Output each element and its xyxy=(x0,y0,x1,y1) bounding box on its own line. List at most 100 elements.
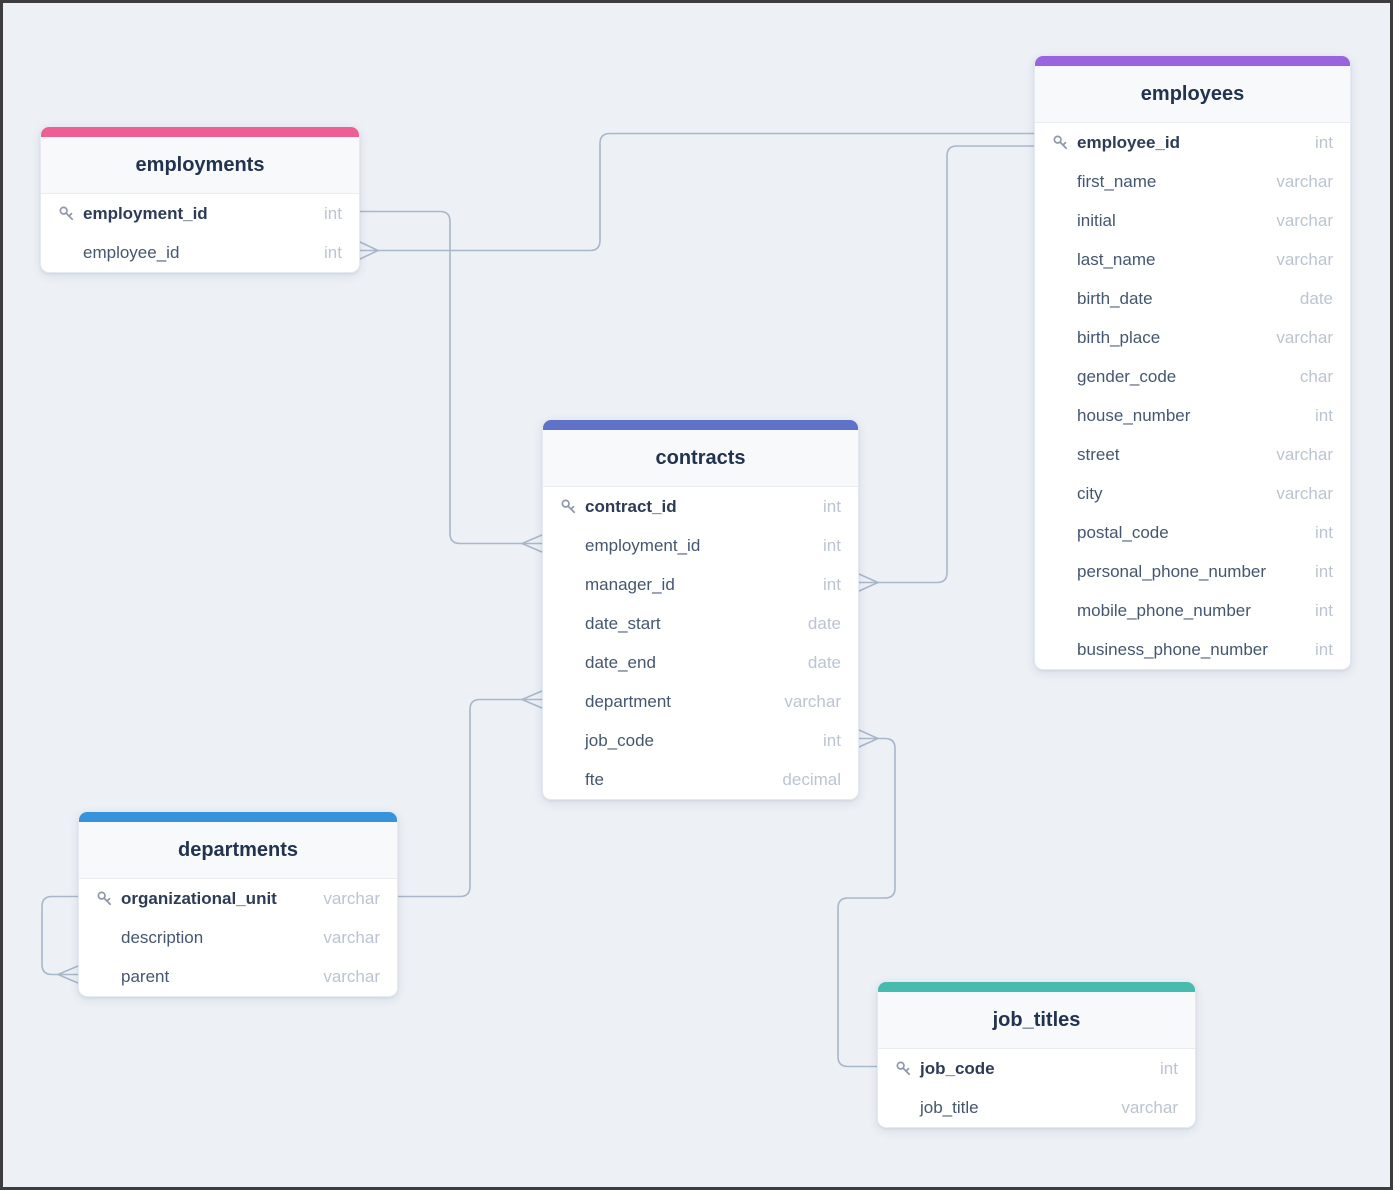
field-type: int xyxy=(324,203,342,223)
field-type: date xyxy=(1299,288,1333,308)
field-name: house_number xyxy=(1077,405,1191,425)
relationship-employments-contracts[interactable] xyxy=(359,210,543,553)
field-type: date xyxy=(807,613,841,633)
field-row-house_number: house_number int xyxy=(1035,396,1350,435)
field-type: int xyxy=(1315,132,1333,152)
field-type: varchar xyxy=(323,966,380,986)
field-name: postal_code xyxy=(1077,522,1169,542)
relationship-departments-self-parent[interactable] xyxy=(41,895,79,984)
table-accent-bar xyxy=(1035,56,1350,66)
crow-foot-many-marker xyxy=(858,729,879,748)
field-name: personal_phone_number xyxy=(1077,561,1267,581)
relationship-path[interactable] xyxy=(41,895,79,976)
field-name: gender_code xyxy=(1077,366,1177,386)
field-type: int xyxy=(1315,639,1333,659)
field-row-job_code: job_code int xyxy=(543,721,858,760)
primary-key-icon xyxy=(895,1060,920,1078)
field-name: last_name xyxy=(1077,249,1156,269)
crow-foot-many-marker xyxy=(359,241,379,260)
relationship-employees-employments[interactable] xyxy=(359,132,1035,260)
field-type: decimal xyxy=(782,769,841,789)
field-name: contract_id xyxy=(585,496,677,516)
table-title-departments: departments xyxy=(79,822,397,879)
field-name: employee_id xyxy=(1077,132,1180,152)
field-name: first_name xyxy=(1077,171,1157,191)
relationship-path[interactable] xyxy=(359,210,523,545)
field-type: date xyxy=(807,652,841,672)
relationship-departments-contracts[interactable] xyxy=(396,690,543,898)
field-name: date_end xyxy=(585,652,656,672)
field-name: fte xyxy=(585,769,604,789)
field-type: char xyxy=(1299,366,1333,386)
field-name: birth_date xyxy=(1077,288,1153,308)
field-row-first_name: first_name varchar xyxy=(1035,162,1350,201)
relationship-path[interactable] xyxy=(377,132,1035,252)
field-name: employee_id xyxy=(83,242,180,262)
relationship-path[interactable] xyxy=(837,737,896,1068)
table-title-contracts: contracts xyxy=(543,430,858,487)
field-name: department xyxy=(585,691,671,711)
relationship-path[interactable] xyxy=(877,145,1035,584)
field-type: varchar xyxy=(1276,210,1333,230)
field-type: varchar xyxy=(1121,1097,1178,1117)
field-name: job_code xyxy=(585,730,655,750)
field-name: organizational_unit xyxy=(121,888,277,908)
primary-key-icon xyxy=(560,498,585,516)
field-type: int xyxy=(1315,405,1333,425)
field-row-initial: initial varchar xyxy=(1035,201,1350,240)
field-name: parent xyxy=(121,966,170,986)
table-accent-bar xyxy=(41,127,359,137)
table-title-job_titles: job_titles xyxy=(878,992,1195,1049)
field-name: initial xyxy=(1077,210,1116,230)
field-type: int xyxy=(823,574,841,594)
table-accent-bar xyxy=(543,420,858,430)
crow-foot-many-marker xyxy=(57,965,79,984)
field-row-organizational_unit: organizational_unit varchar xyxy=(79,879,397,918)
relationship-path[interactable] xyxy=(396,698,523,898)
field-type: int xyxy=(1315,561,1333,581)
relationship-employees-contracts-manager[interactable] xyxy=(858,145,1035,592)
field-name: employment_id xyxy=(83,203,208,223)
crow-foot-many-marker xyxy=(858,573,879,592)
relationship-job_titles-contracts[interactable] xyxy=(837,729,896,1068)
field-name: mobile_phone_number xyxy=(1077,600,1251,620)
field-name: street xyxy=(1077,444,1120,464)
field-name: description xyxy=(121,927,204,947)
field-name: city xyxy=(1077,483,1103,503)
field-row-employee_id: employee_id int xyxy=(1035,123,1350,162)
table-accent-bar xyxy=(79,812,397,822)
crow-foot-many-marker xyxy=(521,690,543,709)
field-type: varchar xyxy=(1276,444,1333,464)
field-type: varchar xyxy=(1276,171,1333,191)
crow-foot-many-marker xyxy=(521,534,543,553)
field-row-fte: fte decimal xyxy=(543,760,858,799)
field-row-personal_phone_number: personal_phone_number int xyxy=(1035,552,1350,591)
field-row-street: street varchar xyxy=(1035,435,1350,474)
field-type: varchar xyxy=(323,927,380,947)
field-name: business_phone_number xyxy=(1077,639,1268,659)
table-accent-bar xyxy=(878,982,1195,992)
field-row-employment_id: employment_id int xyxy=(41,194,359,233)
field-type: int xyxy=(823,730,841,750)
primary-key-icon xyxy=(96,890,121,908)
field-type: varchar xyxy=(323,888,380,908)
